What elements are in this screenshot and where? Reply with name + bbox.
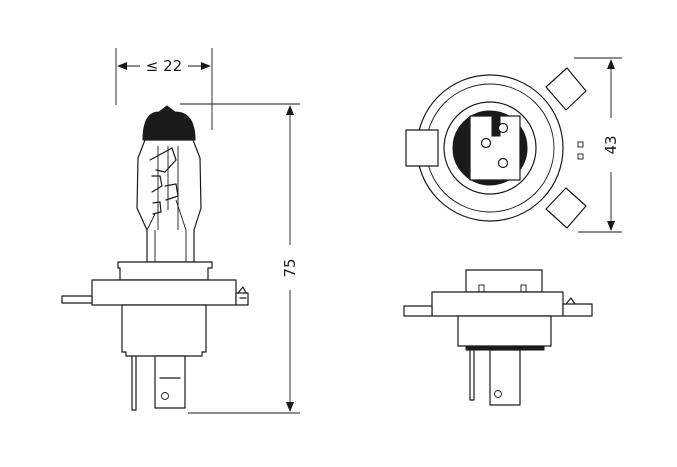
base-height-dimension-label: 43 [602, 135, 620, 154]
base-pin [489, 349, 521, 406]
tab-bottom-right [545, 187, 587, 229]
pin-center [154, 355, 186, 409]
tab-left [405, 129, 439, 167]
flange [91, 279, 237, 306]
bulb-bottom-view [405, 67, 587, 229]
collar [117, 261, 213, 281]
width-dimension: ≤ 22 [115, 48, 213, 130]
base-height-dimension: 43 [574, 57, 622, 233]
tab-top-right [545, 67, 587, 111]
height-dimension-label: 75 [281, 258, 299, 277]
height-dimension: 75 [180, 103, 300, 414]
base-body [457, 315, 552, 347]
black-cap [142, 105, 196, 141]
base-top-collar [465, 269, 543, 293]
width-dimension-label: ≤ 22 [146, 57, 182, 75]
glass-envelope [136, 139, 202, 263]
pin-left [131, 355, 137, 411]
filaments [146, 146, 187, 231]
base [121, 304, 207, 357]
base-flange [431, 291, 564, 317]
base-side-view [403, 269, 593, 406]
bulb-side-view [61, 105, 249, 411]
